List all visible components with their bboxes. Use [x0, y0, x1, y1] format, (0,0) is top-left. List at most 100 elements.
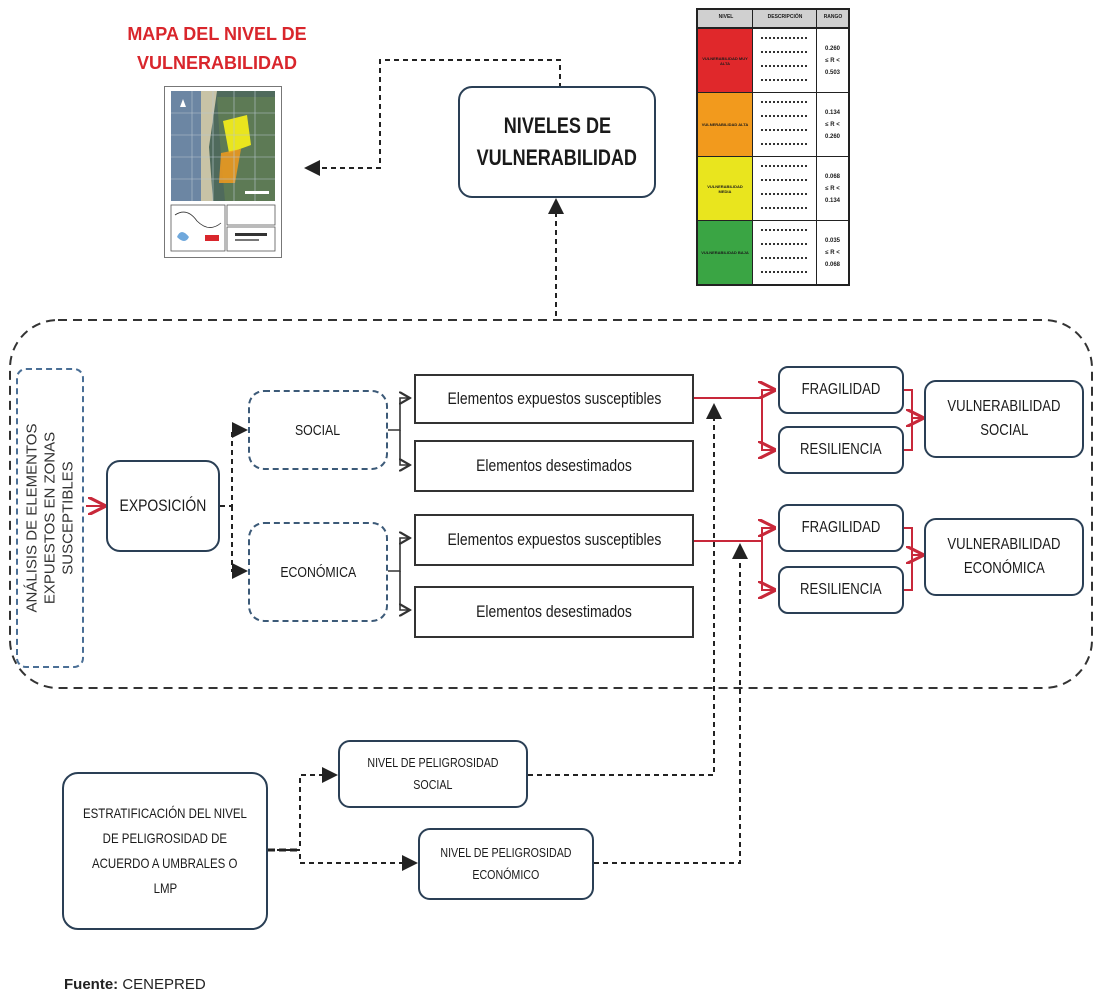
table-level-cell: VULNERABILIDAD MUY ALTA: [698, 28, 752, 92]
description-line: [761, 115, 807, 117]
description-line: [761, 129, 807, 131]
economic-fragility-label: FRAGILIDAD: [801, 519, 881, 536]
table-description-cell: [753, 156, 816, 220]
description-line: [761, 143, 807, 145]
table-header-range: RANGO: [823, 14, 843, 20]
range-value: ≤ R <: [825, 57, 840, 64]
description-line: [761, 65, 807, 67]
economic-fragility-box: FRAGILIDAD: [778, 504, 904, 552]
description-line: [761, 179, 807, 181]
stratification-line4: LMP: [153, 880, 177, 896]
description-line: [761, 79, 807, 81]
table-description-cell: [753, 220, 816, 284]
table-range-cell: 0.134 ≤ R < 0.260: [817, 92, 848, 156]
levels-box-line2: VULNERABILIDAD: [476, 145, 638, 170]
table-range-cell: 0.068 ≤ R < 0.134: [817, 156, 848, 220]
description-line: [761, 257, 807, 259]
table-level-cell: VULNERABILIDAD ALTA: [698, 92, 752, 156]
range-value: ≤ R <: [825, 249, 840, 256]
social-vulnerability-box: VULNERABILIDAD SOCIAL: [924, 380, 1084, 458]
range-value: ≤ R <: [825, 121, 840, 128]
economic-dismissed-label: Elementos desestimados: [476, 602, 632, 621]
table-level-cell: VULNERABILIDAD MEDIA: [698, 156, 752, 220]
social-exposed-elements-box: Elementos expuestos susceptibles: [414, 374, 694, 424]
social-hazard-level-box: NIVEL DE PELIGROSIDAD SOCIAL: [338, 740, 528, 808]
vulnerability-level-table: NIVEL DESCRIPCIÓN RANGO VULNERABILIDAD M…: [696, 8, 850, 286]
economica-box: ECONÓMICA: [248, 522, 388, 622]
economic-resilience-box: RESILIENCIA: [778, 566, 904, 614]
stratification-line1: ESTRATIFICACIÓN DEL NIVEL: [83, 805, 247, 821]
map-image: [170, 91, 276, 252]
economic-dismissed-elements-box: Elementos desestimados: [414, 586, 694, 638]
economic-hazard-line2: ECONÓMICO: [472, 867, 540, 882]
economic-resilience-label: RESILIENCIA: [800, 581, 882, 598]
map-title-line2: VULNERABILIDAD: [137, 53, 297, 73]
table-description-cell: [753, 28, 816, 92]
description-line: [761, 207, 807, 209]
range-value: 0.134: [824, 197, 840, 204]
levels-box-line1: NIVELES DE: [503, 113, 611, 138]
social-hazard-line1: NIVEL DE PELIGROSIDAD: [367, 755, 499, 770]
analysis-label: ANÁLISIS DE ELEMENTOS EXPUESTOS EN ZONAS…: [23, 424, 77, 613]
analysis-line1: ANÁLISIS DE ELEMENTOS: [23, 423, 41, 613]
exposure-label: EXPOSICIÓN: [119, 496, 207, 515]
analysis-line3: SUSCEPTIBLES: [59, 461, 77, 575]
economica-label: ECONÓMICA: [280, 563, 356, 581]
table-range-cell: 0.035 ≤ R < 0.068: [817, 220, 848, 284]
range-value: 0.134: [824, 109, 840, 116]
economic-exposed-elements-box: Elementos expuestos susceptibles: [414, 514, 694, 566]
map-title-line1: MAPA DEL NIVEL DE: [127, 24, 307, 44]
table-header-description: DESCRIPCIÓN: [767, 14, 803, 20]
range-value: 0.068: [824, 261, 840, 268]
description-line: [761, 165, 807, 167]
social-exposed-label: Elementos expuestos susceptibles: [447, 389, 661, 408]
economic-vulnerability-line1: VULNERABILIDAD: [947, 536, 1061, 553]
analysis-label-box: ANÁLISIS DE ELEMENTOS EXPUESTOS EN ZONAS…: [16, 368, 84, 668]
social-vulnerability-line2: SOCIAL: [979, 422, 1029, 439]
range-value: 0.503: [824, 69, 840, 76]
range-value: 0.068: [824, 173, 840, 180]
exposure-box: EXPOSICIÓN: [106, 460, 220, 552]
economic-exposed-label: Elementos expuestos susceptibles: [447, 530, 661, 549]
economic-hazard-line1: NIVEL DE PELIGROSIDAD: [440, 845, 572, 860]
vulnerability-map-thumbnail: [164, 86, 282, 258]
description-line: [761, 51, 807, 53]
economic-vulnerability-line2: ECONÓMICA: [963, 560, 1045, 577]
source-value: CENEPRED: [122, 976, 206, 993]
description-line: [761, 37, 807, 39]
social-resilience-box: RESILIENCIA: [778, 426, 904, 474]
table-level-cell: VULNERABILIDAD BAJA: [698, 220, 752, 284]
social-resilience-label: RESILIENCIA: [800, 441, 882, 458]
table-range-cell: 0.260 ≤ R < 0.503: [817, 28, 848, 92]
range-value: 0.035: [824, 237, 840, 244]
social-hazard-line2: SOCIAL: [413, 777, 453, 792]
social-dismissed-label: Elementos desestimados: [476, 456, 632, 475]
social-vulnerability-line1: VULNERABILIDAD: [947, 398, 1061, 415]
source-note: Fuente: CENEPRED: [64, 976, 206, 993]
analysis-line2: EXPUESTOS EN ZONAS: [41, 431, 59, 605]
range-value: 0.260: [824, 45, 840, 52]
range-value: ≤ R <: [825, 185, 840, 192]
vulnerability-levels-box: NIVELES DE VULNERABILIDAD: [458, 86, 656, 198]
description-line: [761, 193, 807, 195]
description-line: [761, 243, 807, 245]
description-line: [761, 229, 807, 231]
social-fragility-label: FRAGILIDAD: [801, 381, 881, 398]
social-fragility-box: FRAGILIDAD: [778, 366, 904, 414]
stratification-line3: ACUERDO A UMBRALES O: [92, 855, 238, 871]
social-dismissed-elements-box: Elementos desestimados: [414, 440, 694, 492]
hazard-stratification-box: ESTRATIFICACIÓN DEL NIVEL DE PELIGROSIDA…: [62, 772, 268, 930]
description-line: [761, 271, 807, 273]
table-header-level: NIVEL: [718, 14, 734, 20]
social-box: SOCIAL: [248, 390, 388, 470]
source-label: Fuente:: [64, 976, 119, 993]
map-title: MAPA DEL NIVEL DE VULNERABILIDAD: [112, 20, 322, 78]
economic-vulnerability-box: VULNERABILIDAD ECONÓMICA: [924, 518, 1084, 596]
stratification-line2: DE PELIGROSIDAD DE: [102, 830, 228, 846]
table-description-cell: [753, 92, 816, 156]
range-value: 0.260: [824, 133, 840, 140]
description-line: [761, 101, 807, 103]
table-header: [698, 10, 848, 28]
social-label: SOCIAL: [295, 421, 341, 439]
